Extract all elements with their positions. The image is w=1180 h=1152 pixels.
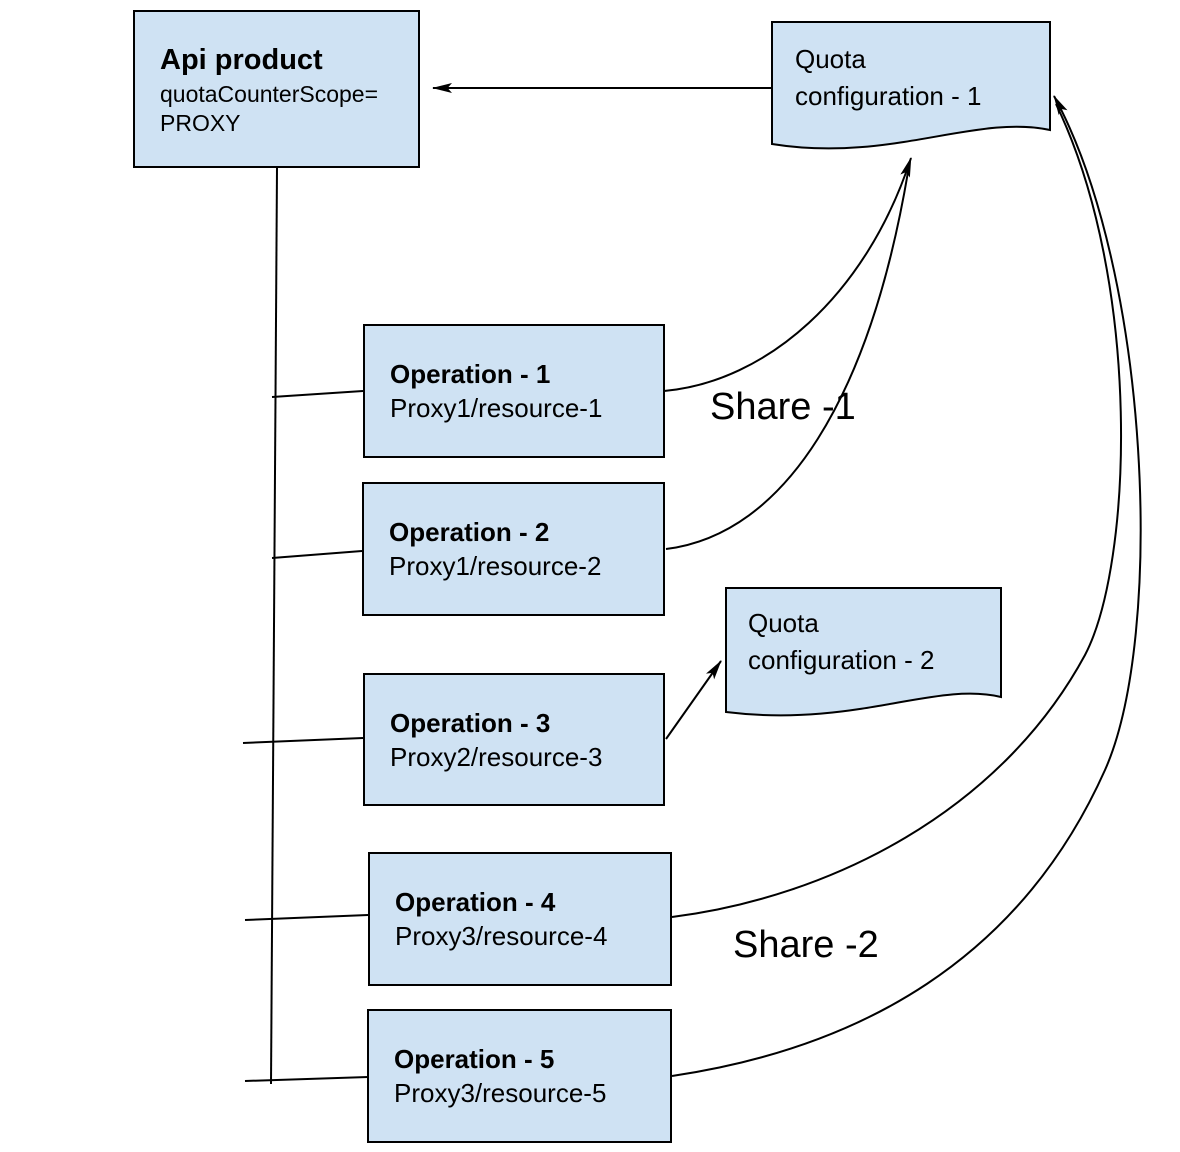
stub-operation-5 xyxy=(244,1076,369,1082)
operation-4-box: Operation - 4 Proxy3/resource-4 xyxy=(368,852,672,986)
api-product-box: Api product quotaCounterScope= PROXY xyxy=(133,10,420,168)
stub-operation-2 xyxy=(271,550,363,559)
operation-5-box: Operation - 5 Proxy3/resource-5 xyxy=(367,1009,672,1143)
arrow-operation-3-to-quota-2 xyxy=(665,660,722,740)
arrow-operation-4-to-quota-1 xyxy=(671,103,1122,918)
operation-4-resource: Proxy3/resource-4 xyxy=(395,921,608,951)
operation-5-resource: Proxy3/resource-5 xyxy=(394,1078,607,1108)
operation-5-title: Operation - 5 xyxy=(394,1044,555,1074)
operation-4-title: Operation - 4 xyxy=(395,887,556,917)
quota-config-2-label: Quota configuration - 2 xyxy=(748,605,934,679)
operation-2-resource: Proxy1/resource-2 xyxy=(389,551,602,581)
quota-config-2-line2: configuration - 2 xyxy=(748,645,935,675)
arrow-operation-2-to-quota-1 xyxy=(665,171,909,550)
quota-config-1-line2: configuration - 1 xyxy=(795,81,982,111)
api-product-title: Api product xyxy=(160,44,323,76)
stub-operation-3 xyxy=(242,737,364,744)
operation-2-title: Operation - 2 xyxy=(389,517,550,547)
operation-1-box: Operation - 1 Proxy1/resource-1 xyxy=(363,324,665,458)
api-product-attr-line2: PROXY xyxy=(160,110,241,136)
quota-config-2-line1: Quota xyxy=(748,608,819,638)
trunk-line xyxy=(270,167,278,1085)
operation-3-box: Operation - 3 Proxy2/resource-3 xyxy=(363,673,665,806)
quota-config-1-line1: Quota xyxy=(795,44,866,74)
operation-2-box: Operation - 2 Proxy1/resource-2 xyxy=(362,482,665,616)
quota-config-2-shape xyxy=(725,587,1002,717)
quota-config-1-label: Quota configuration - 1 xyxy=(795,41,981,115)
stub-operation-1 xyxy=(271,390,364,398)
operation-1-title: Operation - 1 xyxy=(390,359,551,389)
quota-config-1-shape xyxy=(771,21,1051,150)
arrow-operation-5-to-quota-1 xyxy=(671,95,1142,1077)
share-2-label: Share -2 xyxy=(733,924,879,966)
share-1-label: Share -1 xyxy=(710,386,856,428)
api-product-attr-line1: quotaCounterScope= xyxy=(160,81,379,107)
stub-operation-4 xyxy=(244,914,369,921)
operation-1-resource: Proxy1/resource-1 xyxy=(390,393,603,423)
operation-3-title: Operation - 3 xyxy=(390,707,551,738)
arrow-operation-1-to-quota-1 xyxy=(663,157,912,392)
operation-3-resource: Proxy2/resource-3 xyxy=(390,741,603,772)
